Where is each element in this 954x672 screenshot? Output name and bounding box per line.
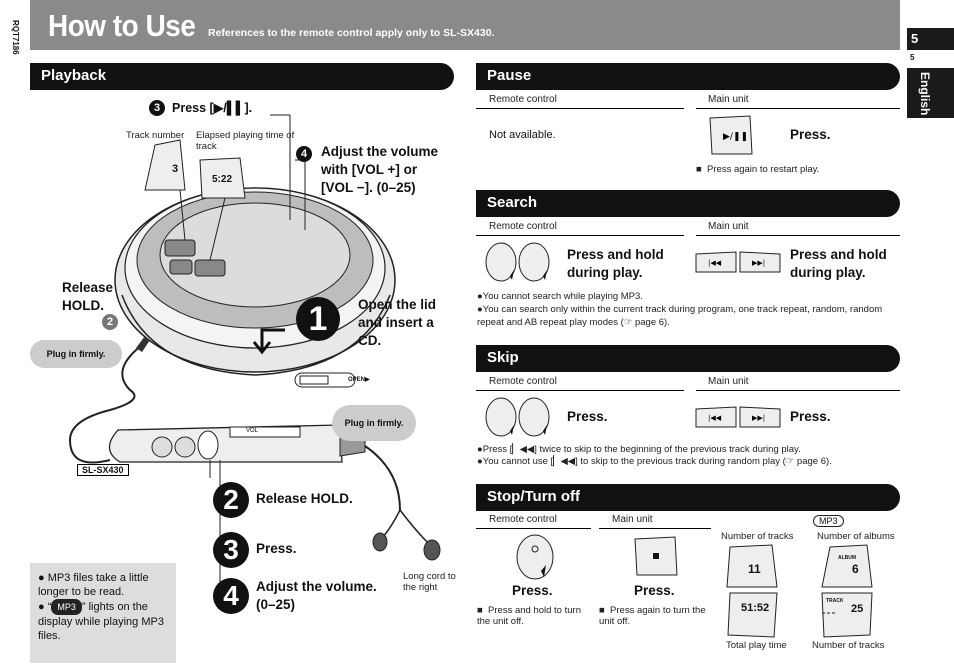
page-title: How to Use	[48, 8, 196, 43]
plug-firmly-bubble-2: Plug in firmly.	[332, 405, 416, 441]
elapsed-time-label: Elapsed playing time of track	[196, 130, 295, 152]
mp3-note-2: ● “MP3” lights on the display while play…	[38, 599, 164, 642]
track-tag: TRACK	[826, 598, 844, 604]
search-main-text: Press and hold during play.	[790, 247, 887, 280]
remote-step2-label: Release HOLD.	[256, 491, 353, 506]
stop-remote-note: ■ Press and hold to turn the unit off.	[477, 605, 581, 627]
language-tab: English	[907, 68, 954, 118]
search-bar: Search	[476, 190, 900, 217]
pause-note: ■ Press again to restart play.	[696, 164, 820, 175]
step3-number: 3	[149, 100, 165, 116]
search-col-main: Main unit	[708, 221, 749, 232]
num-tracks-label: Number of tracks	[721, 531, 794, 542]
main-stop-button-icon	[634, 536, 678, 576]
skip-bar: Skip	[476, 345, 900, 372]
stop-main-note: ■ Press again to turn the unit off.	[599, 605, 706, 627]
mp3-note-1: ● MP3 files take a little longer to be r…	[38, 572, 149, 598]
long-cord-label: Long cord to the right	[403, 571, 456, 593]
step2-number: 2	[102, 314, 118, 330]
document-code: RQT7186	[11, 20, 20, 55]
search-note-2: ●You can search only within the current …	[477, 304, 883, 328]
pause-bar: Pause	[476, 63, 900, 90]
remote-step4-number: 4	[213, 578, 249, 614]
pause-main-text: Press.	[790, 127, 831, 142]
open-slider-label: OPEN▶	[348, 377, 370, 383]
remote-skip-buttons-icon	[485, 397, 550, 437]
model-label: SL-SX430	[77, 464, 129, 476]
stop-main-text: Press.	[634, 583, 675, 598]
step1-number: 1	[296, 297, 340, 341]
skip-col-main: Main unit	[708, 376, 749, 387]
skip-note-1: ●Press [▏◀◀] twice to skip to the beginn…	[477, 444, 801, 455]
mp3-tracks-value: 25	[851, 603, 864, 615]
search-remote-text: Press and hold during play.	[567, 247, 664, 280]
elapsed-value: 5:22	[212, 174, 233, 185]
track-number-label: Track number	[126, 130, 185, 141]
svg-text:|◀◀: |◀◀	[708, 259, 722, 267]
remote-stop-button-icon	[516, 534, 554, 580]
albums-value: 6	[852, 562, 859, 576]
svg-text:▶▶|: ▶▶|	[752, 259, 765, 267]
page-number-box: 5	[907, 28, 954, 50]
search-col-remote: Remote control	[489, 221, 557, 232]
svg-text:▶/❚❚: ▶/❚❚	[723, 132, 748, 142]
stop-bar: Stop/Turn off	[476, 484, 900, 511]
open-lid-label: Open the lid and insert a CD.	[358, 297, 437, 348]
remote-search-buttons-icon	[485, 242, 550, 282]
pause-remote-text: Not available.	[489, 129, 556, 141]
playback-bar: Playback	[30, 63, 454, 90]
play-pause-button-icon: ▶/❚❚	[709, 115, 753, 155]
mp3-indicator-icon: MP3	[51, 599, 82, 615]
total-time-label: Total play time	[726, 640, 787, 651]
main-search-buttons-icon: |◀◀ ▶▶|	[695, 251, 781, 273]
remote-step2-number: 2	[213, 482, 249, 518]
stop-remote-text: Press.	[512, 583, 553, 598]
step3-label: Press [▶/▌▌].	[172, 101, 253, 115]
display-illustrations	[726, 544, 873, 638]
search-note-1: ●You cannot search while playing MP3.	[477, 291, 643, 302]
album-tag: ALBUM	[838, 555, 857, 561]
remote-step4-label: Adjust the volume. (0–25)	[256, 579, 377, 612]
svg-text:▶▶|: ▶▶|	[752, 414, 765, 422]
page-number-small: 5	[910, 53, 915, 62]
mp3-badge: MP3	[813, 515, 844, 527]
plug-firmly-bubble-1: Plug in firmly.	[30, 340, 122, 368]
mp3-note-box: ● MP3 files take a little longer to be r…	[30, 563, 176, 663]
step4-label: Adjust the volume with [VOL +] or [VOL −…	[321, 144, 439, 195]
time-value: 51:52	[741, 602, 770, 614]
pause-col-remote: Remote control	[489, 94, 557, 105]
track-value: 3	[172, 163, 179, 175]
remote-step3-number: 3	[213, 532, 249, 568]
header-bar	[30, 0, 900, 50]
pause-col-main: Main unit	[708, 94, 749, 105]
tracks-value: 11	[748, 562, 761, 576]
skip-col-remote: Remote control	[489, 376, 557, 387]
skip-note-2: ●You cannot use [▏◀◀] to skip to the pre…	[477, 456, 832, 467]
page-subtitle: References to the remote control apply o…	[208, 27, 495, 39]
num-albums-label: Number of albums	[817, 531, 895, 542]
vol-label: VOL	[246, 428, 259, 434]
step4-number: 4	[296, 146, 312, 162]
release-hold-label: Release HOLD.	[62, 280, 114, 313]
skip-remote-text: Press.	[567, 409, 608, 424]
remote-step3-label: Press.	[256, 541, 297, 556]
svg-text:|◀◀: |◀◀	[708, 414, 722, 422]
main-skip-buttons-icon: |◀◀ ▶▶|	[695, 406, 781, 428]
language-label: English	[918, 72, 932, 116]
stop-col-remote: Remote control	[489, 514, 557, 525]
skip-main-text: Press.	[790, 409, 831, 424]
stop-col-main: Main unit	[612, 514, 653, 525]
num-tracks-label-2: Number of tracks	[812, 640, 885, 651]
